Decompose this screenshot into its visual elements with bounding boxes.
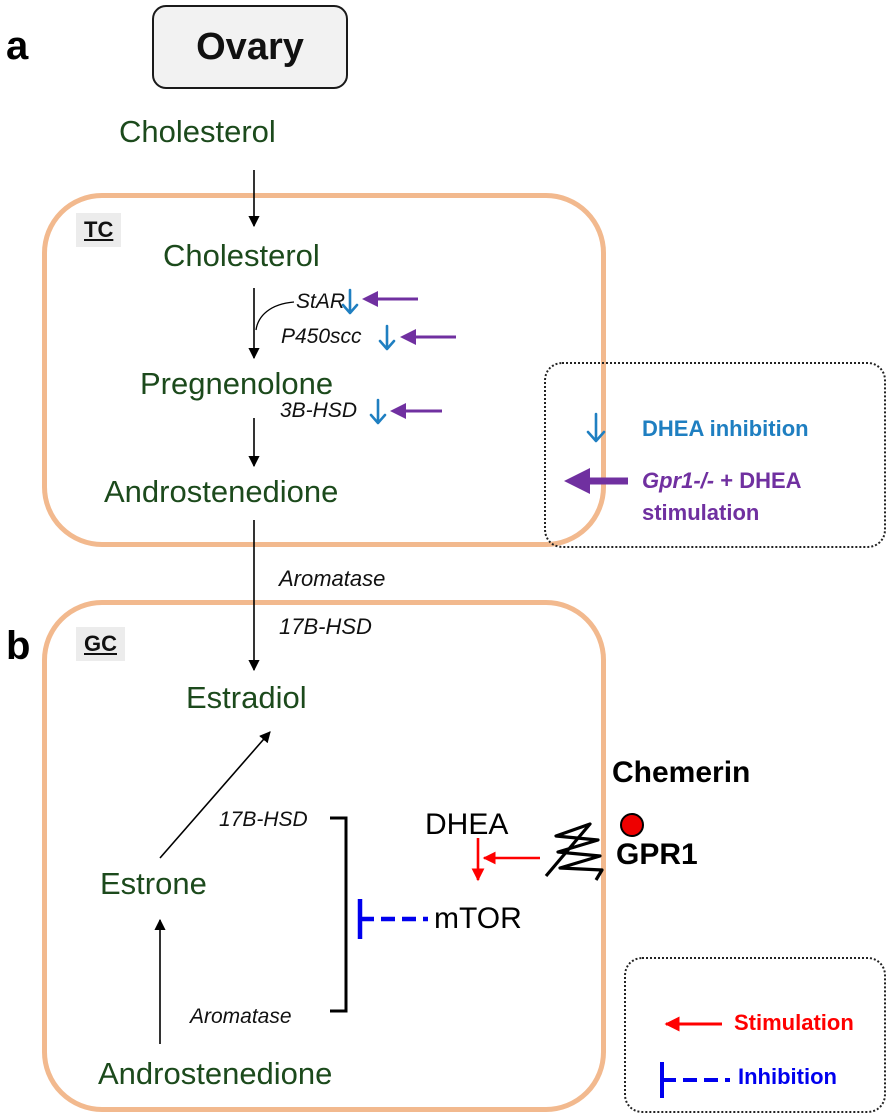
enzyme-bracket	[330, 816, 348, 1013]
androstenedione-tc-label: Androstenedione	[104, 474, 339, 509]
star-enzyme-label: StAR	[296, 290, 346, 313]
estradiol-label: Estradiol	[186, 680, 307, 715]
legend-top-box	[544, 362, 886, 548]
p450scc-enzyme-label: P450scc	[281, 325, 362, 348]
17b-hsd-transfer-label: 17B-HSD	[279, 614, 372, 639]
legend-stimulation-label: Stimulation	[734, 1010, 854, 1035]
legend-purple-arrow	[564, 468, 628, 494]
tc-tag: TC	[76, 213, 122, 247]
blue-down-arrow-3b-hsd	[369, 398, 387, 425]
gpr1-label: GPR1	[616, 838, 698, 871]
17b-hsd-gc-label: 17B-HSD	[219, 808, 308, 831]
legend-gpr1-line2: stimulation	[642, 500, 760, 525]
legend-gpr1-rest: + DHEA	[714, 468, 802, 493]
ovary-label: Ovary	[196, 25, 304, 68]
3b-hsd-enzyme-label: 3B-HSD	[280, 399, 358, 422]
legend-dhea-inhibition-label: DHEA inhibition	[642, 416, 809, 441]
gpr1-receptor-icon	[544, 822, 604, 881]
androstenedione-gc-label: Androstenedione	[98, 1056, 333, 1091]
legend-bottom-box	[624, 957, 886, 1113]
mtor-inhibition-symbol	[357, 899, 428, 939]
purple-arrow-star	[362, 291, 418, 307]
gc-tag: GC	[76, 627, 125, 661]
theca-cell-box	[42, 193, 606, 547]
enzyme-curve-star	[255, 301, 295, 331]
aromatase-transfer-label: Aromatase	[279, 566, 386, 591]
chemerin-label: Chemerin	[612, 756, 751, 789]
panel-label-a: a	[6, 24, 29, 68]
cholesterol-label: Cholesterol	[163, 238, 320, 273]
legend-gpr1-italic: Gpr1-/-	[642, 468, 715, 493]
blue-down-arrow-p450scc	[378, 324, 396, 351]
ovary-box: Ovary	[152, 5, 348, 89]
mtor-label: mTOR	[434, 902, 522, 935]
purple-arrow-p450scc	[400, 329, 456, 345]
legend-gpr1-label: Gpr1-/- + DHEA	[642, 468, 802, 494]
chemerin-ligand-icon	[620, 813, 644, 837]
legend-blue-down-arrow	[586, 412, 606, 443]
estrone-label: Estrone	[100, 866, 207, 901]
dhea-label: DHEA	[425, 808, 509, 841]
cholesterol-outside-label: Cholesterol	[119, 114, 276, 149]
aromatase-gc-label: Aromatase	[190, 1005, 292, 1028]
granulosa-cell-box	[42, 600, 606, 1112]
pregnenolone-label: Pregnenolone	[140, 366, 334, 401]
blue-down-arrow-star	[341, 288, 359, 315]
arrow-estrone-estradiol	[159, 731, 271, 859]
panel-label-b: b	[6, 624, 31, 668]
legend-inhibition-label: Inhibition	[738, 1064, 837, 1089]
legend-inhibition-symbol	[660, 1062, 730, 1098]
purple-arrow-3b-hsd	[390, 403, 442, 419]
